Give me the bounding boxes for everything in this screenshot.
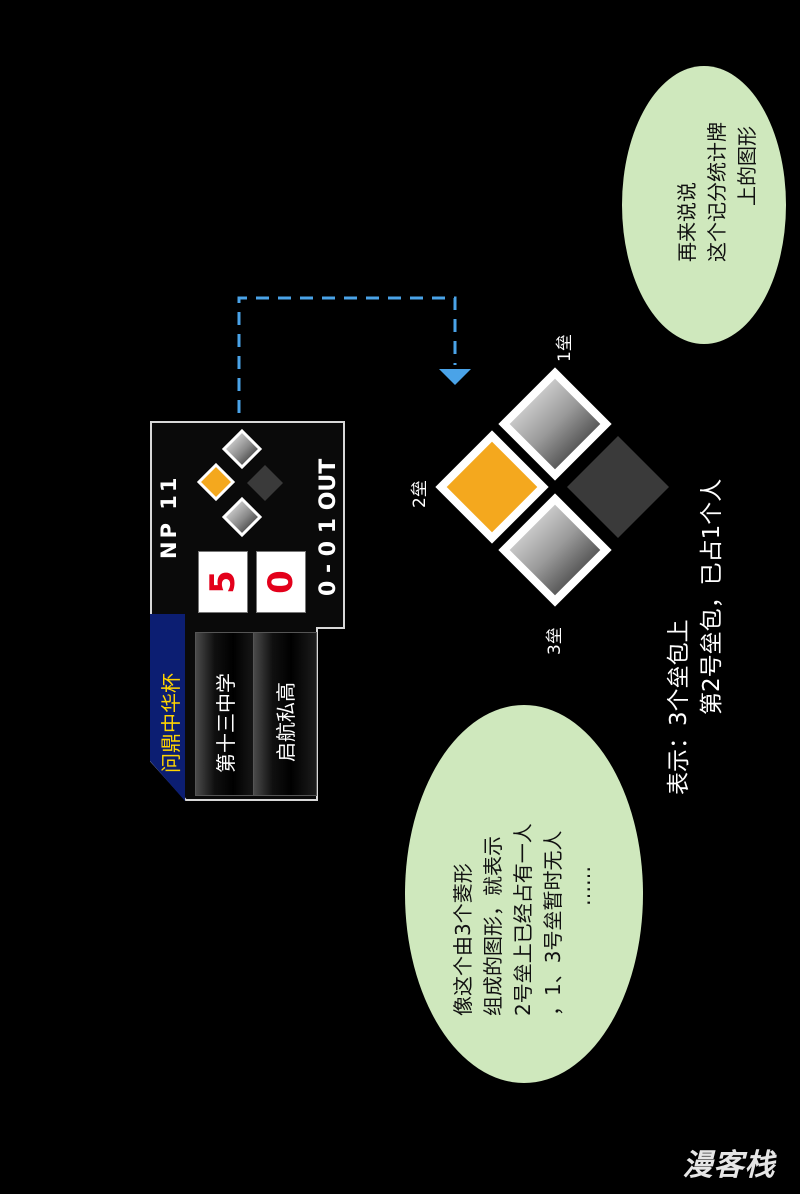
third-base-label: 3垒 [545, 627, 565, 655]
second-base-label: 2垒 [410, 480, 430, 508]
speech-bubble-top [622, 66, 786, 344]
bubble-bottom-line-3: 2号垒上已经占有一人 [511, 823, 535, 1016]
caption: 表示：3个垒包上 第2号垒包，已占1个人 [663, 479, 729, 795]
mini-home-plate [247, 465, 283, 501]
np-label: NP 11 [157, 474, 181, 559]
bubble-top-line-2: 这个记分统计牌 [705, 122, 729, 262]
team2-plate [253, 632, 317, 796]
team1-name: 第十三中学 [214, 673, 238, 773]
bubble-bottom-line-4: ，1、3号垒暂时无人 [541, 830, 565, 1016]
team1-score-box: 5 [198, 551, 248, 613]
watermark-logo: 漫客栈 [668, 1140, 790, 1184]
mini-first-base [221, 428, 263, 470]
team2-name: 启航私高 [274, 682, 298, 762]
first-base-label: 1垒 [555, 334, 575, 362]
guide-arrow [237, 296, 471, 413]
bubble-bottom-line-5: …… [571, 866, 595, 906]
mini-second-base [196, 462, 236, 502]
bubble-bottom-line-1: 像这个由3个菱形 [451, 863, 475, 1016]
speech-bubble-bottom [405, 705, 643, 1083]
bubble-top-text: 再来说说 这个记分统计牌 上的图形 [672, 122, 762, 262]
mini-base-diamonds [196, 428, 283, 538]
team1-score: 5 [202, 570, 243, 594]
bubble-bottom-line-2: 组成的图形，就表示 [481, 836, 505, 1016]
outs-count: 0 - 0 1 OUT [316, 458, 341, 596]
team2-score: 0 [260, 570, 301, 594]
bubble-top-line-1: 再来说说 [675, 182, 699, 262]
caption-line-2: 第2号垒包，已占1个人 [699, 478, 725, 715]
second-base [435, 430, 549, 544]
caption-line-1: 表示：3个垒包上 [666, 619, 692, 795]
first-base [498, 367, 612, 481]
bubble-top-line-3: 上的图形 [735, 126, 759, 206]
bubble-bottom-text: 像这个由3个菱形 组成的图形，就表示 2号垒上已经占有一人 ，1、3号垒暂时无人… [448, 823, 598, 1016]
home-plate [567, 436, 669, 538]
cup-name: 问鼎中华杯 [159, 673, 183, 773]
mini-third-base [221, 496, 263, 538]
team2-score-box: 0 [256, 551, 306, 613]
watermark-text: 漫客栈 [682, 1148, 776, 1183]
third-base [498, 493, 612, 607]
base-diagram [435, 367, 669, 607]
scoreboard: 问鼎中华杯 第十三中学 启航私高 5 0 NP 11 0 - 0 1 OUT [150, 421, 345, 801]
